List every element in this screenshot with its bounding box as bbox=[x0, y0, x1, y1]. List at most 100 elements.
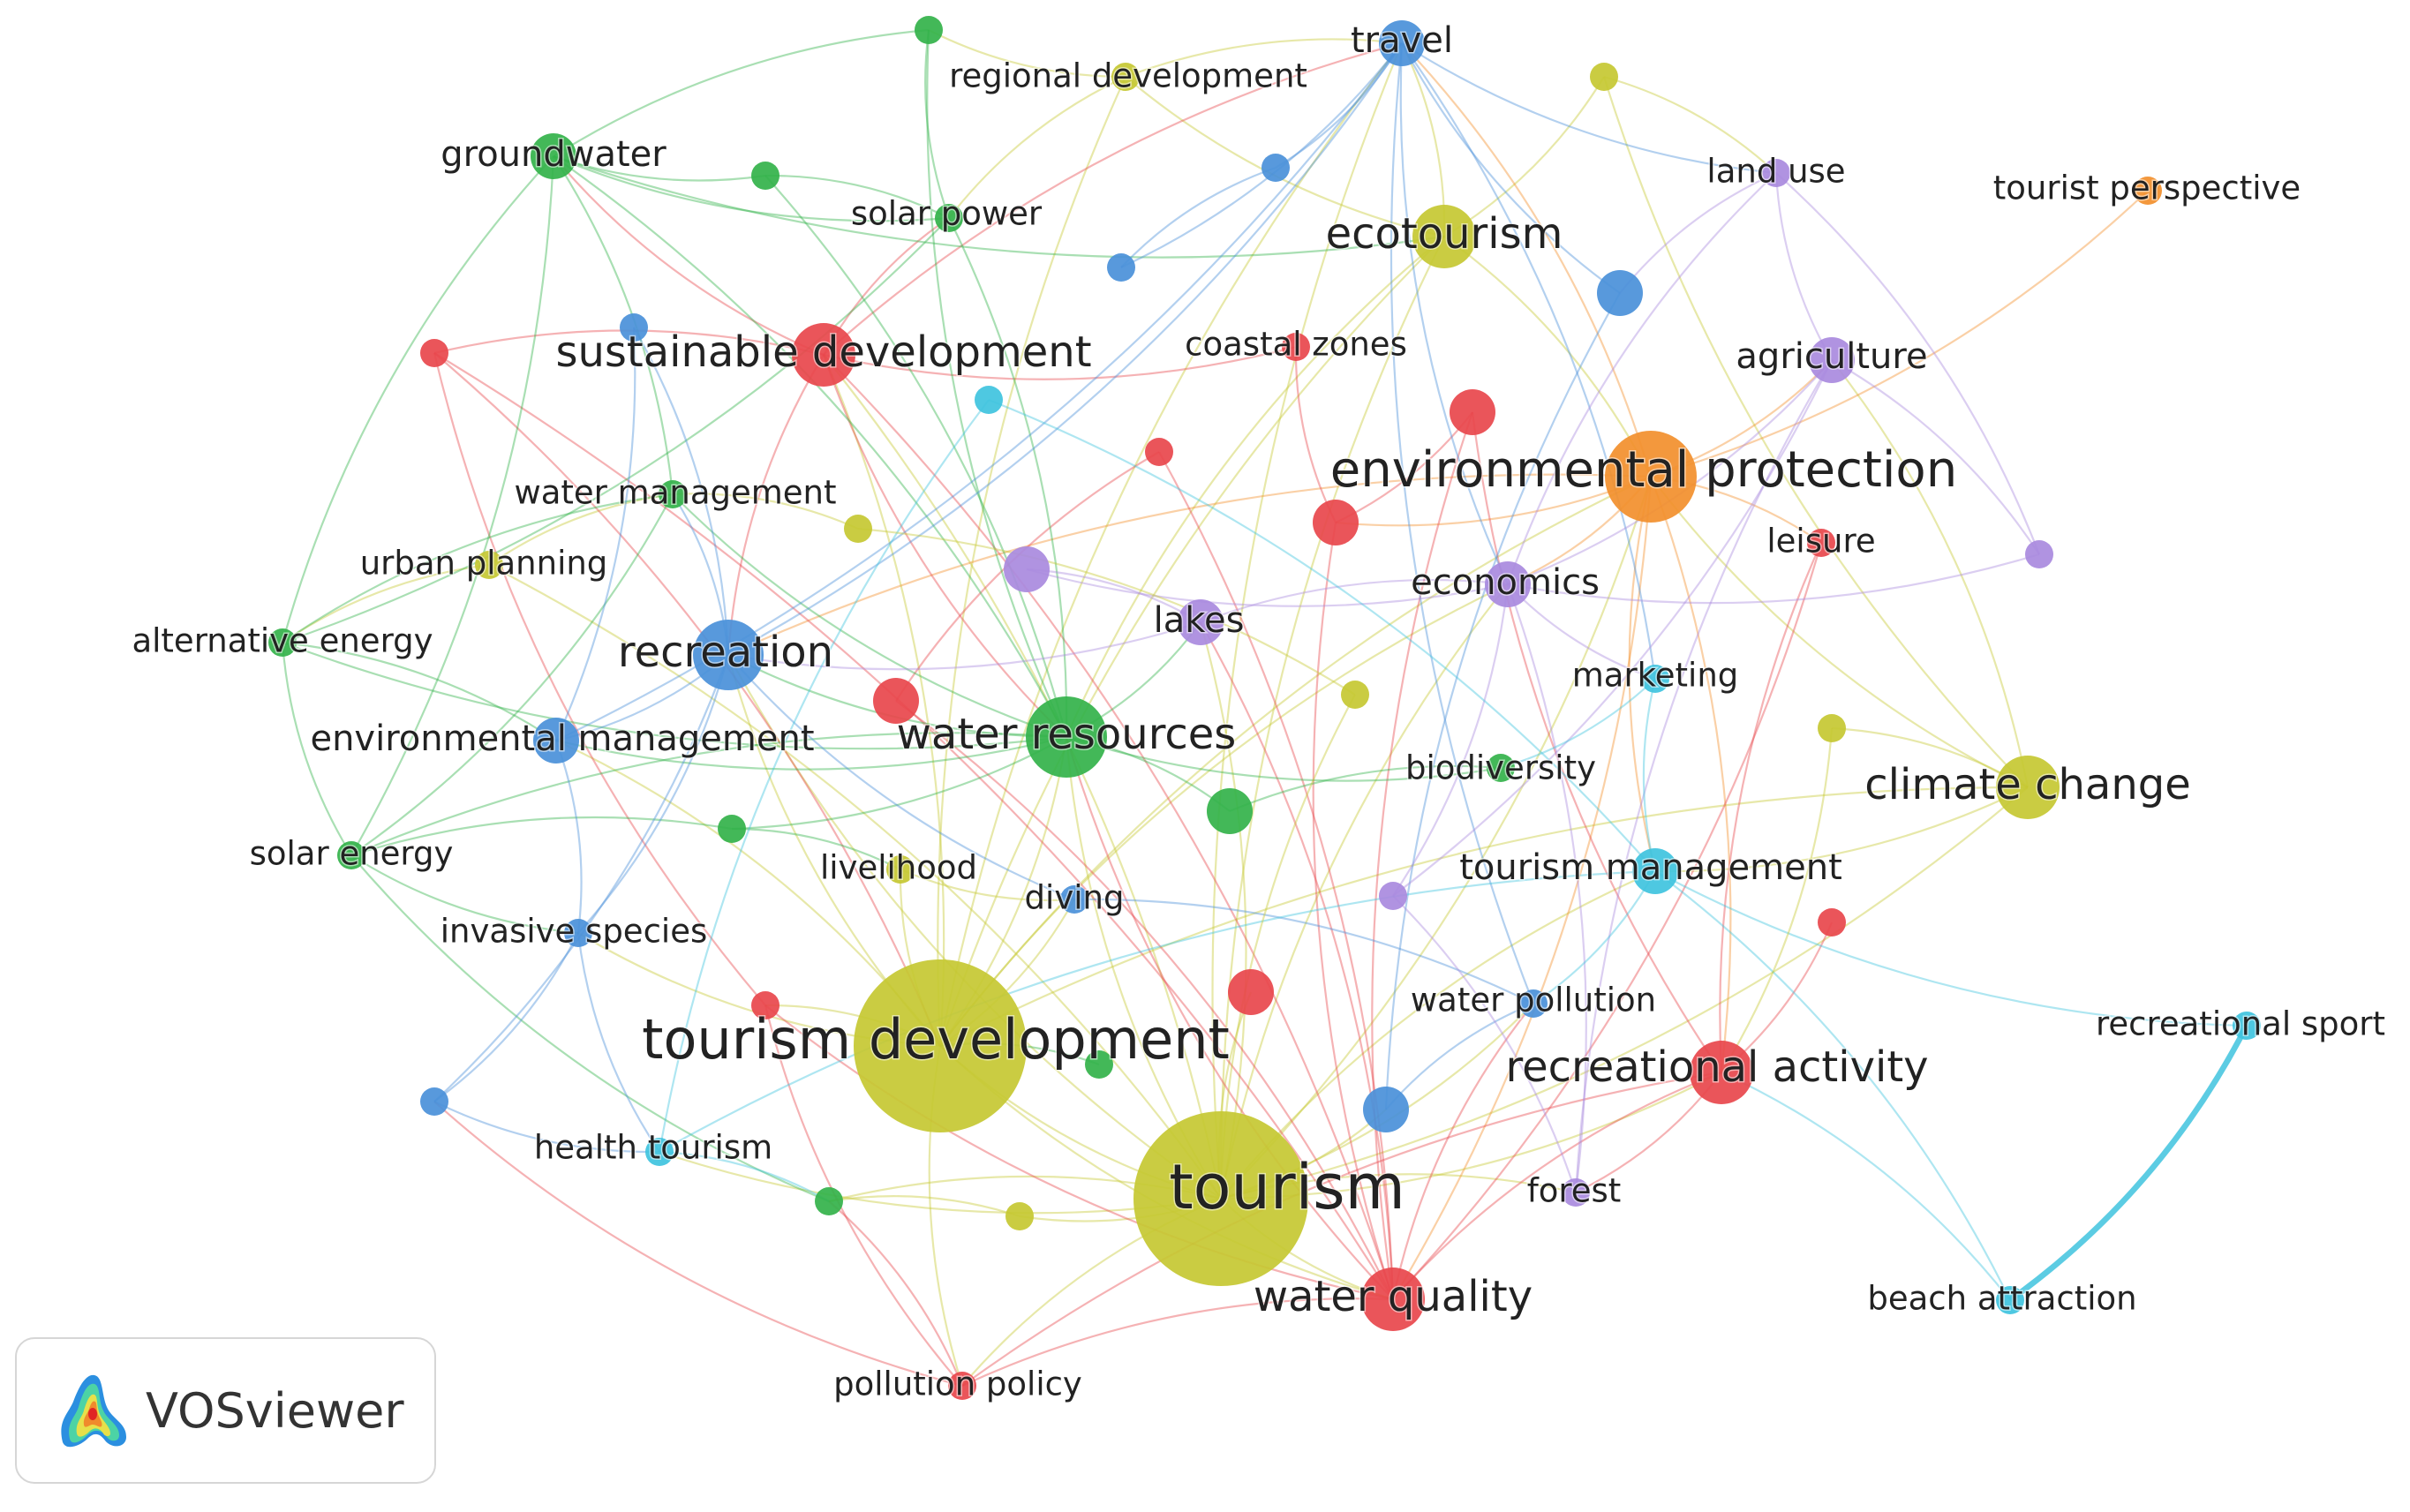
node-tourism-development[interactable] bbox=[854, 959, 1027, 1132]
label-groundwater[interactable]: groundwater bbox=[440, 133, 668, 177]
node-livelihood[interactable] bbox=[886, 855, 915, 884]
node-coastal-zones[interactable] bbox=[1282, 333, 1310, 361]
node-tourism[interactable] bbox=[1133, 1111, 1308, 1286]
node-health-tourism[interactable] bbox=[645, 1138, 674, 1166]
node-g-top2[interactable] bbox=[751, 162, 779, 190]
node-r-right[interactable] bbox=[1818, 908, 1846, 937]
label-tourism-management[interactable]: tourism management bbox=[1458, 846, 1844, 890]
label-agriculture[interactable]: agriculture bbox=[1735, 335, 1929, 379]
node-y-mid2[interactable] bbox=[1341, 681, 1369, 709]
label-water-resources[interactable]: water resources bbox=[895, 709, 1238, 761]
label-tourism[interactable]: tourism bbox=[1168, 1150, 1407, 1225]
label-recreation[interactable]: recreation bbox=[616, 627, 834, 679]
node-r-upper[interactable] bbox=[1450, 389, 1495, 435]
node-p-2[interactable] bbox=[1379, 882, 1407, 910]
node-r-farleft[interactable] bbox=[420, 339, 448, 367]
label-pollution-policy[interactable]: pollution policy bbox=[832, 1364, 1084, 1404]
node-p-3[interactable] bbox=[2025, 540, 2053, 568]
node-r-mid[interactable] bbox=[1145, 438, 1173, 466]
node-solar-energy[interactable] bbox=[337, 841, 365, 869]
node-r-lower[interactable] bbox=[1228, 969, 1274, 1015]
node-water-pollution[interactable] bbox=[1519, 989, 1548, 1018]
label-tourist-perspective[interactable]: tourist perspective bbox=[1992, 168, 2301, 208]
label-regional-development[interactable]: regional development bbox=[948, 56, 1309, 96]
node-g-left[interactable] bbox=[718, 815, 746, 843]
node-ecotourism[interactable] bbox=[1412, 205, 1476, 268]
node-alternative-energy[interactable] bbox=[268, 628, 297, 657]
label-environmental-management[interactable]: environmental management bbox=[309, 718, 816, 761]
label-livelihood[interactable]: livelihood bbox=[819, 847, 979, 888]
node-beach-attraction[interactable] bbox=[1996, 1286, 2024, 1314]
label-invasive-species[interactable]: invasive species bbox=[439, 911, 708, 952]
label-environmental-protection[interactable]: environmental protection bbox=[1329, 440, 1958, 500]
node-water-resources[interactable] bbox=[1026, 696, 1107, 778]
node-diving[interactable] bbox=[1060, 885, 1088, 914]
node-tourist-perspective[interactable] bbox=[2134, 177, 2162, 205]
node-y-mid1[interactable] bbox=[844, 515, 872, 543]
label-coastal-zones[interactable]: coastal zones bbox=[1184, 324, 1409, 365]
node-g-mid[interactable] bbox=[1207, 788, 1253, 834]
label-travel[interactable]: travel bbox=[1349, 19, 1454, 63]
node-solar-power[interactable] bbox=[935, 204, 963, 232]
node-tourism-management[interactable] bbox=[1632, 848, 1678, 894]
node-y-bottom[interactable] bbox=[1005, 1202, 1034, 1230]
node-marketing[interactable] bbox=[1641, 665, 1669, 693]
node-groundwater[interactable] bbox=[531, 133, 576, 179]
node-b-4[interactable] bbox=[420, 1087, 448, 1116]
node-y-right[interactable] bbox=[1818, 714, 1846, 742]
node-pollution-policy[interactable] bbox=[948, 1372, 976, 1400]
node-g-low2[interactable] bbox=[1085, 1050, 1113, 1079]
label-forest[interactable]: forest bbox=[1525, 1170, 1623, 1211]
node-forest[interactable] bbox=[1562, 1178, 1590, 1207]
node-leisure[interactable] bbox=[1807, 529, 1835, 557]
label-ecotourism[interactable]: ecotourism bbox=[1324, 208, 1564, 260]
label-sustainable-development[interactable]: sustainable development bbox=[554, 327, 1093, 379]
label-solar-power[interactable]: solar power bbox=[849, 193, 1043, 234]
node-b-6[interactable] bbox=[1107, 253, 1135, 282]
node-biodiversity[interactable] bbox=[1487, 754, 1515, 782]
label-health-tourism[interactable]: health tourism bbox=[532, 1127, 773, 1168]
label-climate-change[interactable]: climate change bbox=[1864, 759, 2193, 811]
node-water-management[interactable] bbox=[659, 480, 687, 508]
node-climate-change[interactable] bbox=[1996, 756, 2060, 819]
node-sustainable-development[interactable] bbox=[792, 323, 855, 387]
node-environmental-protection[interactable] bbox=[1605, 431, 1697, 523]
node-recreation[interactable] bbox=[693, 620, 764, 690]
label-recreational-sport[interactable]: recreational sport bbox=[2094, 1004, 2386, 1044]
label-water-management[interactable]: water management bbox=[513, 472, 838, 513]
node-travel[interactable] bbox=[1379, 20, 1425, 66]
node-y-top[interactable] bbox=[1590, 63, 1618, 91]
node-b-3[interactable] bbox=[1597, 270, 1643, 316]
label-solar-energy[interactable]: solar energy bbox=[248, 833, 455, 874]
node-environmental-management[interactable] bbox=[533, 718, 579, 764]
node-regional-development[interactable] bbox=[1111, 63, 1140, 91]
label-diving[interactable]: diving bbox=[1023, 877, 1126, 918]
node-recreational-sport[interactable] bbox=[2233, 1012, 2261, 1040]
node-agriculture[interactable] bbox=[1809, 337, 1855, 383]
node-r-center[interactable] bbox=[1313, 500, 1359, 545]
label-beach-attraction[interactable]: beach attraction bbox=[1866, 1278, 2138, 1319]
label-water-quality[interactable]: water quality bbox=[1252, 1271, 1533, 1323]
label-leisure[interactable]: leisure bbox=[1766, 521, 1877, 561]
label-land-use[interactable]: land use bbox=[1706, 151, 1847, 192]
label-tourism-development[interactable]: tourism development bbox=[641, 1006, 1231, 1073]
node-p-1[interactable] bbox=[1004, 546, 1050, 592]
node-b-2[interactable] bbox=[1261, 154, 1290, 182]
label-biodiversity[interactable]: biodiversity bbox=[1404, 748, 1597, 788]
label-alternative-energy[interactable]: alternative energy bbox=[131, 621, 434, 661]
label-water-pollution[interactable]: water pollution bbox=[1409, 980, 1657, 1020]
node-lakes[interactable] bbox=[1178, 599, 1224, 645]
node-water-quality[interactable] bbox=[1361, 1268, 1425, 1331]
label-economics[interactable]: economics bbox=[1410, 561, 1601, 605]
label-urban-planning[interactable]: urban planning bbox=[358, 543, 609, 583]
node-economics[interactable] bbox=[1485, 561, 1531, 607]
node-invasive-species[interactable] bbox=[564, 919, 592, 947]
label-lakes[interactable]: lakes bbox=[1152, 599, 1246, 643]
label-recreational-activity[interactable]: recreational activity bbox=[1504, 1042, 1930, 1094]
node-r-rec[interactable] bbox=[873, 678, 919, 724]
node-g-low1[interactable] bbox=[815, 1187, 843, 1215]
node-c-1[interactable] bbox=[975, 386, 1003, 414]
node-b-5[interactable] bbox=[1363, 1087, 1409, 1132]
node-land-use[interactable] bbox=[1762, 159, 1790, 187]
node-recreational-activity[interactable] bbox=[1690, 1041, 1753, 1104]
